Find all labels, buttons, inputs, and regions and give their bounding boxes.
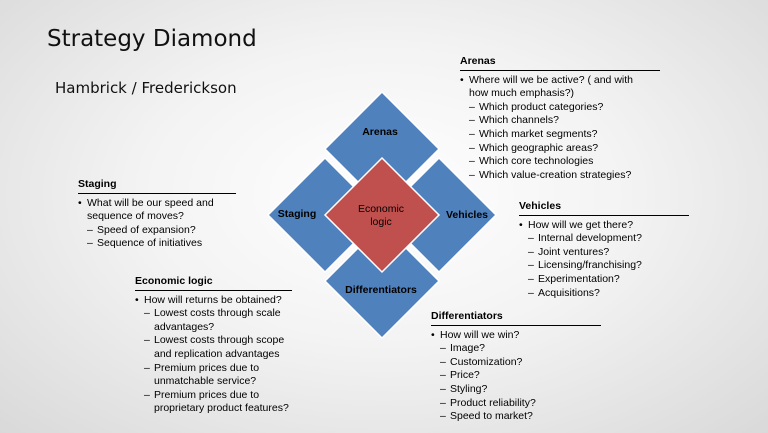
economic-logic-item: Lowest costs through scale advantages? [135,307,292,334]
economic-logic-item-line1: Lowest costs through scale [154,307,281,320]
diamond-label-staging: Staging [278,208,317,220]
slide-title: Strategy Diamond [47,26,257,52]
staging-question: What will be our speed and sequence of m… [78,197,236,224]
differentiators-item: Price? [431,369,601,383]
vehicles-panel: Vehicles How will we get there? Internal… [519,200,689,300]
diamond-label-economic-line1: Economic [358,203,404,215]
differentiators-item: Product reliability? [431,397,601,411]
staging-item: Speed of expansion? [78,224,236,238]
staging-question-line2: sequence of moves? [87,210,184,223]
vehicles-item: Experimentation? [519,273,689,287]
economic-logic-item: Lowest costs through scope and replicati… [135,334,292,361]
diamond-tile-economic-logic [323,156,441,274]
arenas-question-line1: Where will we be active? ( and with [469,73,633,86]
staging-heading: Staging [78,178,236,194]
vehicles-question: How will we get there? [519,219,689,233]
economic-logic-item-line2: proprietary product features? [154,402,289,415]
differentiators-item: Image? [431,342,601,356]
arenas-item: Which core technologies [460,155,660,169]
slide-subtitle: Hambrick / Frederickson [55,79,237,97]
diamond-label-vehicles: Vehicles [446,209,488,221]
staging-panel: Staging What will be our speed and seque… [78,178,236,251]
differentiators-item: Customization? [431,356,601,370]
arenas-item: Which geographic areas? [460,142,660,156]
vehicles-item: Joint ventures? [519,246,689,260]
economic-logic-item: Premium prices due to proprietary produc… [135,389,292,416]
economic-logic-question: How will returns be obtained? [135,294,292,308]
economic-logic-item-line2: unmatchable service? [154,375,257,388]
diamond-label-differentiators: Differentiators [345,284,417,296]
differentiators-panel: Differentiators How will we win? Image? … [431,310,601,424]
differentiators-item: Speed to market? [431,410,601,424]
economic-logic-item-line1: Lowest costs through scope [154,334,285,347]
economic-logic-item-line2: advantages? [154,320,215,333]
arenas-item: Which channels? [460,114,660,128]
arenas-item: Which value-creation strategies? [460,169,660,183]
arenas-heading: Arenas [460,55,660,71]
economic-logic-item-line1: Premium prices due to [154,361,260,374]
economic-logic-heading: Economic logic [135,275,292,291]
vehicles-item: Internal development? [519,232,689,246]
staging-question-line1: What will be our speed and [87,196,214,209]
vehicles-item: Acquisitions? [519,287,689,301]
diamond-tile-differentiators [323,222,441,340]
economic-logic-item-line1: Premium prices due to [154,388,260,401]
economic-logic-item-line2: and replication advantages [154,347,280,360]
vehicles-item: Licensing/franchising? [519,259,689,273]
staging-item: Sequence of initiatives [78,237,236,251]
arenas-question: Where will we be active? ( and with how … [460,74,660,101]
arenas-panel: Arenas Where will we be active? ( and wi… [460,55,660,182]
differentiators-item: Styling? [431,383,601,397]
economic-logic-item: Premium prices due to unmatchable servic… [135,362,292,389]
arenas-item: Which product categories? [460,101,660,115]
differentiators-question: How will we win? [431,329,601,343]
differentiators-heading: Differentiators [431,310,601,326]
arenas-item: Which market segments? [460,128,660,142]
diamond-label-arenas: Arenas [362,126,398,138]
arenas-question-line2: how much emphasis?) [469,87,575,100]
vehicles-heading: Vehicles [519,200,689,216]
diamond-label-economic-line2: logic [370,216,392,228]
economic-logic-panel: Economic logic How will returns be obtai… [135,275,292,416]
